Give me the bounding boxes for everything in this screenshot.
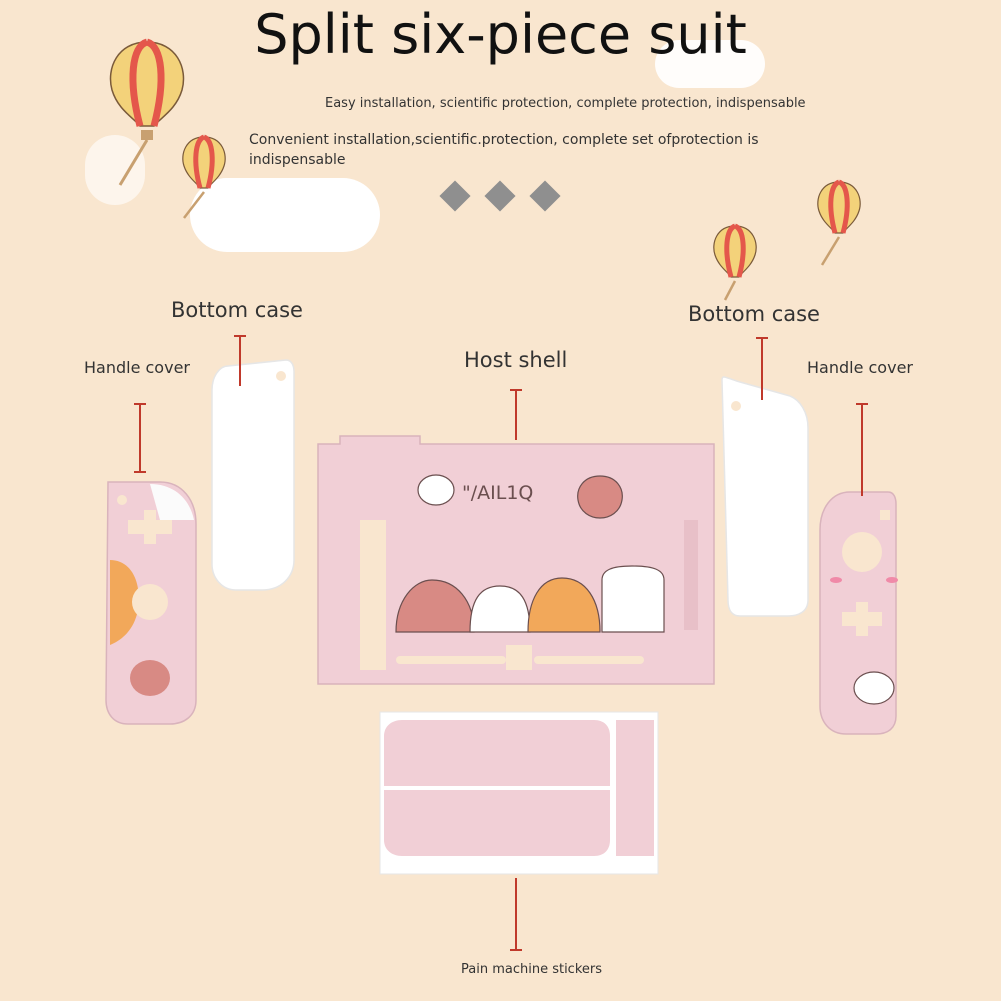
label-markers — [134, 335, 868, 951]
right-handle-cover — [819, 491, 898, 735]
label-bottom-case-left: Bottom case — [171, 298, 303, 322]
right-bottom-case — [721, 376, 809, 617]
left-handle-cover — [105, 481, 197, 725]
label-bottom-case-right: Bottom case — [688, 302, 820, 326]
page-title: Split six-piece suit — [254, 3, 747, 66]
label-handle-cover-left: Handle cover — [84, 358, 190, 377]
label-host-shell: Host shell — [464, 348, 568, 372]
host-shell — [317, 435, 715, 685]
hot-air-balloon-icon — [182, 134, 226, 219]
subtitle-secondary: Convenient installation,scientific.prote… — [249, 132, 759, 168]
left-bottom-case — [211, 359, 295, 591]
hot-air-balloon-icon — [817, 179, 861, 266]
cloud-top-right — [655, 40, 765, 88]
sticker-sheet — [379, 711, 659, 875]
hot-air-balloon-icon — [109, 38, 185, 186]
subtitle-primary: Easy installation, scientific protection… — [325, 96, 806, 111]
label-stickers: Pain machine stickers — [461, 962, 603, 977]
cloud-left — [190, 178, 380, 252]
hot-air-balloon-icon — [713, 223, 757, 301]
cloud-far-left — [85, 135, 145, 205]
label-handle-cover-right: Handle cover — [807, 358, 913, 377]
shell-brand-text: "/AIL1Q — [462, 482, 534, 504]
